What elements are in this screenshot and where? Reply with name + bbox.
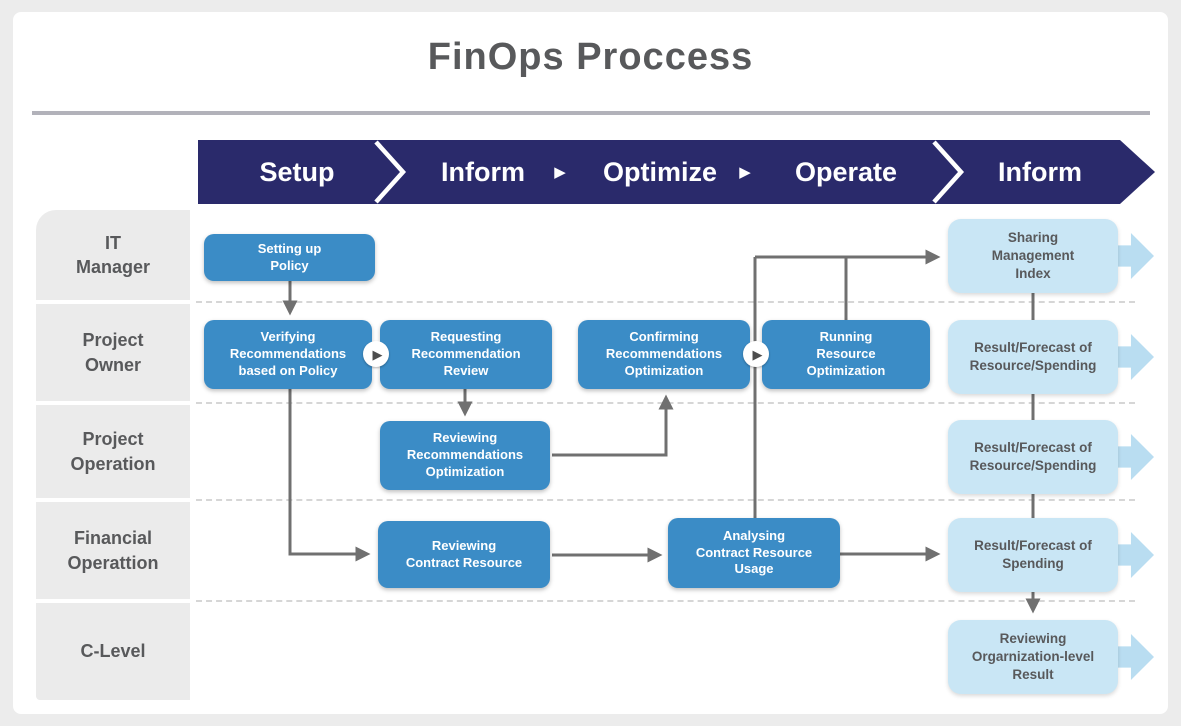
box-verifying-recommendations: Verifying Recommendations based on Polic…: [204, 320, 372, 389]
box-running-optimization: Running Resource Optimization: [762, 320, 930, 389]
box-sharing-management-index: Sharing Management Index: [948, 219, 1118, 293]
lane-divider: [196, 301, 1135, 303]
box-setting-up-policy: Setting up Policy: [204, 234, 375, 281]
lane-label-it-manager: IT Manager: [36, 210, 190, 300]
stage-inform-2: Inform: [998, 157, 1082, 187]
chevron-separator-icon: [932, 140, 965, 204]
arrow-right-icon: ▶: [739, 164, 751, 181]
box-requesting-review: Requesting Recommendation Review: [380, 320, 552, 389]
box-reviewing-org-result: Reviewing Orgarnization-level Result: [948, 620, 1118, 694]
play-icon: ▶: [363, 341, 389, 367]
box-analysing-usage: Analysing Contract Resource Usage: [668, 518, 840, 588]
stage-inform: Inform: [441, 157, 525, 187]
box-result-forecast-operation: Result/Forecast of Resource/Spending: [948, 420, 1118, 494]
chevron-separator-icons: [374, 140, 965, 204]
box-result-forecast-spending: Result/Forecast of Spending: [948, 518, 1118, 592]
box-reviewing-recommendations: Reviewing Recommendations Optimization: [380, 421, 550, 490]
lane-divider: [196, 600, 1135, 602]
arrow-right-icon: ▶: [554, 164, 566, 181]
box-reviewing-contract: Reviewing Contract Resource: [378, 521, 550, 588]
stage-banner: Setup Inform ▶ Optimize ▶ Operate Inform: [198, 140, 1155, 204]
box-confirming-optimization: Confirming Recommendations Optimization: [578, 320, 750, 389]
play-icon: ▶: [743, 341, 769, 367]
box-result-forecast-owner: Result/Forecast of Resource/Spending: [948, 320, 1118, 394]
lane-divider: [196, 402, 1135, 404]
stage-optimize: Optimize: [602, 157, 718, 187]
stage-operate: Operate: [794, 157, 898, 187]
lane-label-financial-operation: Financial Operattion: [36, 502, 190, 599]
title-divider: [32, 111, 1150, 115]
lane-label-c-level: C-Level: [36, 603, 190, 700]
chevron-separator-icon: [374, 140, 407, 204]
stage-setup: Setup: [259, 157, 335, 187]
page-title: FinOps Proccess: [427, 36, 754, 78]
lane-label-project-owner: Project Owner: [36, 304, 190, 401]
lane-divider: [196, 499, 1135, 501]
lane-label-project-operation: Project Operation: [36, 405, 190, 498]
